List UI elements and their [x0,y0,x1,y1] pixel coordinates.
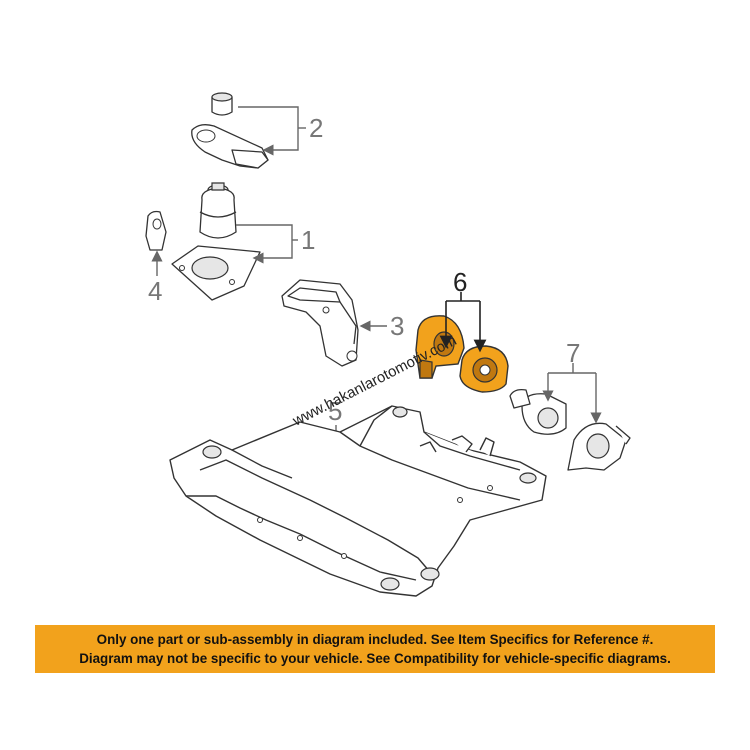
upper-mount-bushing [211,92,233,116]
disclaimer-banner: Only one part or sub-assembly in diagram… [35,625,715,673]
callout-1: 1 [301,225,315,255]
small-mount-bracket [145,210,167,251]
callout-6: 6 [453,267,467,297]
highlighted-mount-bushing [459,345,509,393]
trans-mount-bushing [509,388,567,435]
engine-mount-plate [171,245,261,301]
callout-2: 2 [309,113,323,143]
trans-mount-bracket [567,422,631,471]
engine-mount-insulator [199,182,237,239]
front-subframe [169,405,547,597]
upper-mount-bracket [191,124,269,169]
callout-4: 4 [148,276,162,306]
disclaimer-line-1: Only one part or sub-assembly in diagram… [96,632,654,647]
callout-7: 7 [566,338,580,368]
callout-5: 5 [328,396,342,426]
callout-3: 3 [390,311,404,341]
disclaimer-line-2: Diagram may not be specific to your vehi… [79,651,671,666]
mount-bracket-assembly [281,279,359,367]
